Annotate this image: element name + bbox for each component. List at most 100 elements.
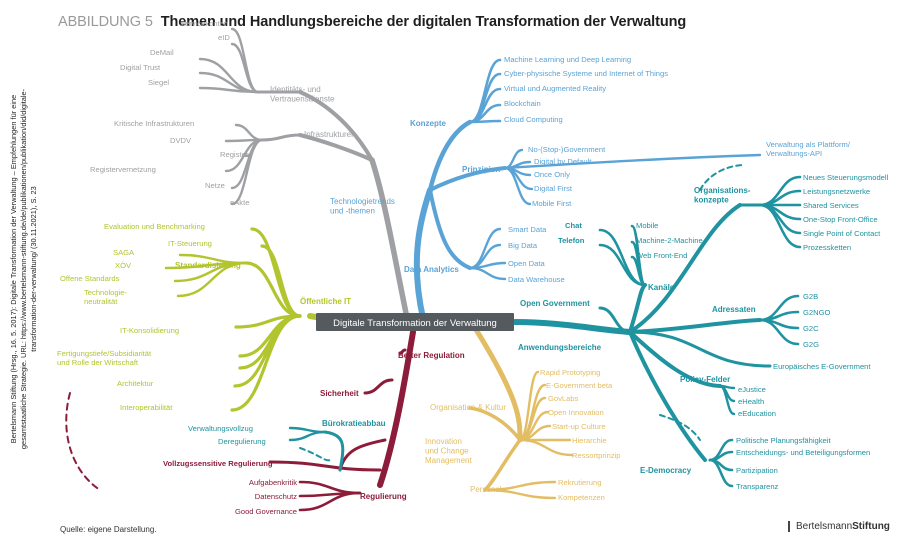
teal-edem-branch-1 <box>708 450 734 462</box>
publisher-logo: BertelsmannStiftung <box>788 521 890 532</box>
logo-part-2: Stiftung <box>852 521 890 532</box>
regulierung-item: Good Governance <box>235 507 297 516</box>
gold-to-org <box>468 406 522 442</box>
blue-to-prinzipien <box>428 166 507 192</box>
trunk-gray <box>369 157 410 321</box>
infra-group-label: Infrastrukturen <box>304 130 356 139</box>
anwendungsbereiche-label: Anwendungsbereiche <box>518 343 602 352</box>
logo-part-1: Bertelsmann <box>796 521 853 532</box>
open-government-label: Open Government <box>520 299 590 308</box>
trunk-blue <box>413 187 433 321</box>
policy-item: eHealth <box>738 397 764 406</box>
gray-infra-hub <box>260 133 302 142</box>
public-it-item: Architektur <box>117 379 154 388</box>
platform-label: Verwaltung als Plattform/Verwaltungs-API <box>766 140 851 158</box>
maroon-dashed-link <box>65 392 101 491</box>
konzepte-item: Machine Learning und Deep Learning <box>504 55 631 64</box>
gray-infra-branch-0 <box>234 123 264 142</box>
prinzipien-label: Prinzipien <box>462 165 500 174</box>
sicherheit-label: Sicherheit <box>320 389 359 398</box>
prinzipien-item: Once Only <box>534 170 570 179</box>
prinzipien-item: Digital First <box>534 184 573 193</box>
data-item: Smart Data <box>508 225 547 234</box>
adressaten-label: Adressaten <box>712 305 756 314</box>
regulierung-item: Aufgabenkritik <box>249 478 297 487</box>
mind-map-edges <box>65 27 802 512</box>
teal-org-branch-5 <box>758 203 802 249</box>
buero-dashed <box>299 447 331 462</box>
kanaele-item: Telefon <box>558 236 585 245</box>
org-item: One-Stop Front-Office <box>803 215 878 224</box>
prinzipien-item: No-(Stop-)Government <box>528 145 606 154</box>
better-regulation-label: Better Regulation <box>398 351 465 360</box>
kanaele-item: Chat <box>565 221 582 230</box>
gold-org-item: Ressortprinzip <box>572 451 621 460</box>
gold-org-item: Open Innovation <box>548 408 604 417</box>
std-item: SAGA <box>113 248 135 257</box>
data-item: Big Data <box>508 241 538 250</box>
data-analytics-label: Data Analytics <box>404 265 459 274</box>
gold-personal-branch-1 <box>483 488 557 500</box>
teal-kanaele-branch-4 <box>630 255 647 287</box>
org-item: Prozessketten <box>803 243 851 252</box>
europe-label: Europäisches E-Government <box>773 362 871 371</box>
konzepte-item: Blockchain <box>504 99 541 108</box>
edem-item: Transparenz <box>736 482 779 491</box>
prinzipien-item: Digital by Default <box>534 157 592 166</box>
center-node-box <box>316 313 514 331</box>
gold-to-personal <box>483 438 522 492</box>
teal-adressaten-branch-3 <box>758 318 800 346</box>
blue-data-branch-0 <box>468 227 502 270</box>
policy-item: eJustice <box>738 385 766 394</box>
gray-to-identity <box>298 90 374 162</box>
blue-data-branch-3 <box>468 266 507 281</box>
teal-org-dashed <box>699 164 746 191</box>
maroon-regulierung-branch-2 <box>298 491 362 512</box>
teal-adressaten-branch-1 <box>758 310 800 322</box>
infra-item: eAkte <box>230 198 249 207</box>
maroon-vollzug-link <box>268 460 382 472</box>
gold-org-item: GovLabs <box>548 394 579 403</box>
trunk-gold <box>472 325 523 443</box>
infra-item: DVDV <box>170 136 192 145</box>
org-item: Leistungsnetzwerke <box>803 187 870 196</box>
regulierung-item: Datenschutz <box>255 492 297 501</box>
prinzipien-item: Mobile First <box>532 199 572 208</box>
green-branch-2 <box>244 261 302 318</box>
buero-item: Verwaltungsvollzug <box>188 424 253 433</box>
identity-item: Siegel <box>148 78 169 87</box>
public-it-item: Interoperabilität <box>120 403 173 412</box>
trunk-teal <box>512 319 633 335</box>
policy-label: Policy-Felder <box>680 375 730 384</box>
adressaten-item: G2G <box>803 340 819 349</box>
green-branch-0 <box>250 227 302 318</box>
teal-kanaele-branch-1 <box>598 243 647 287</box>
teal-to-kanaele <box>628 283 647 334</box>
policy-item: eEducation <box>738 409 776 418</box>
adressaten-item: G2C <box>803 324 819 333</box>
gold-hier-branch-1 <box>518 438 574 457</box>
personal-item: Rekrutierung <box>558 478 601 487</box>
center-node: Digitale Transformation der Verwaltung <box>316 313 514 331</box>
vollzug-label: Vollzugssensitive Regulierung <box>163 459 273 468</box>
blue-to-konzepte <box>427 119 473 193</box>
org-kultur-label: Organisation & Kultur <box>430 403 506 412</box>
public-it-item: IT-Steuerung <box>168 239 212 248</box>
center-node-label: Digitale Transformation der Verwaltung <box>333 318 497 329</box>
gold-org-item: Start-up Culture <box>552 422 606 431</box>
teal-policy-branch-2 <box>718 384 736 416</box>
public-it-item: Evaluation und Benchmarking <box>104 222 205 231</box>
buerokratieabbau-label: Bürokratieabbau <box>322 419 386 428</box>
buero-sub-1 <box>288 430 327 442</box>
konzepte-item: Cloud Computing <box>504 115 563 124</box>
maroon-better-reg <box>398 348 407 355</box>
konzepte-item: Cyber-physische Systeme und Internet of … <box>504 69 668 78</box>
edem-item: Entscheidungs- und Beteiligungsformen <box>736 448 870 457</box>
personal-label: Personal <box>470 485 502 494</box>
konzepte-item: Virtual und Augmented Reality <box>504 84 606 93</box>
public-it-item: IT-Konsolidierung <box>120 326 179 335</box>
kanaele-item: Mobile <box>636 221 658 230</box>
